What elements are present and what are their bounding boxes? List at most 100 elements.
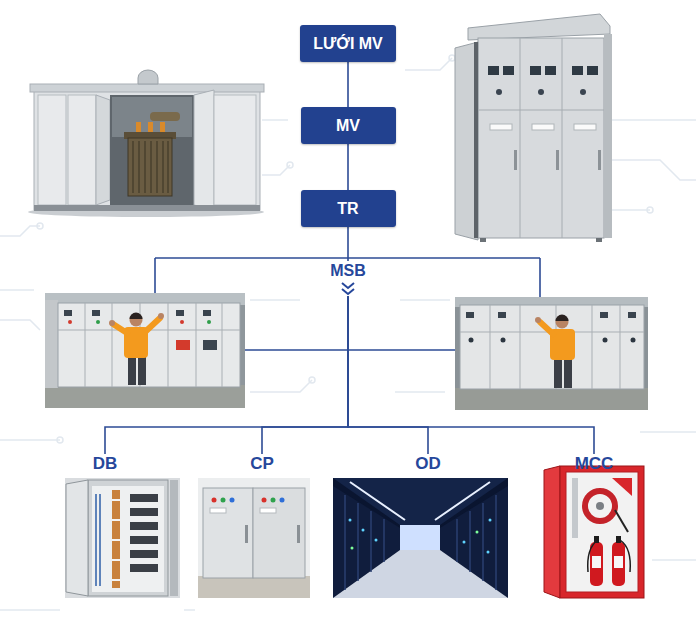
msb-switchboard-photo bbox=[158, 313, 164, 319]
kiosk-substation-photo bbox=[34, 205, 260, 211]
fire-cabinet-photo bbox=[588, 540, 631, 572]
kiosk-substation-photo bbox=[34, 90, 260, 210]
msb-switchboard-photo bbox=[45, 300, 58, 388]
kiosk-substation-photo bbox=[68, 95, 96, 205]
process-box: MV bbox=[301, 107, 396, 144]
box-label: TR bbox=[337, 199, 358, 218]
circuit-decoration bbox=[0, 439, 60, 441]
kiosk-substation-photo bbox=[136, 122, 141, 132]
data-centre-photo bbox=[350, 482, 490, 520]
circuit-decoration bbox=[287, 162, 293, 168]
circuit-decoration bbox=[405, 58, 452, 70]
circuit-decoration bbox=[612, 209, 650, 211]
msb-switchboard-photo bbox=[176, 310, 184, 316]
msb-switchboard-photo bbox=[556, 316, 569, 329]
circuit-decoration bbox=[184, 609, 195, 611]
msb-switchboard-photo bbox=[68, 320, 72, 324]
connector-line bbox=[347, 227, 349, 261]
db-panel-photo bbox=[112, 500, 120, 580]
cp-panel-photo bbox=[260, 508, 276, 513]
mv-cabinet-photo bbox=[503, 66, 514, 75]
msb-switchboard-photo bbox=[540, 322, 553, 334]
mv-cabinet-photo bbox=[474, 42, 478, 238]
cp-panel-photo bbox=[198, 478, 310, 598]
fire-cabinet-photo bbox=[560, 466, 644, 598]
mv-cabinet-photo bbox=[587, 66, 598, 75]
data-centre-photo bbox=[463, 541, 466, 544]
data-centre-photo bbox=[476, 531, 479, 534]
heading-label: OD bbox=[415, 454, 441, 474]
mv-cabinet-photo bbox=[478, 38, 604, 238]
msb-switchboard-photo bbox=[460, 305, 644, 389]
kiosk-substation-photo bbox=[214, 95, 256, 205]
kiosk-substation-photo bbox=[160, 122, 165, 132]
chevron-icon bbox=[340, 282, 356, 296]
kiosk-substation-photo bbox=[138, 70, 158, 84]
process-box: LƯỚI MV bbox=[300, 25, 396, 62]
msb-switchboard-photo bbox=[466, 312, 474, 318]
msb-switchboard-photo bbox=[600, 312, 608, 318]
db-panel-photo bbox=[130, 550, 158, 558]
msb-switchboard-photo bbox=[176, 340, 190, 350]
circuit-decoration bbox=[250, 299, 300, 301]
fire-cabinet-photo bbox=[612, 542, 625, 586]
fire-cabinet-photo bbox=[596, 502, 604, 510]
mv-cabinet-photo bbox=[496, 89, 502, 95]
msb-switchboard-photo bbox=[138, 356, 146, 385]
fire-cabinet-photo bbox=[544, 466, 560, 598]
cp-panel-photo bbox=[271, 498, 276, 503]
db-panel-photo bbox=[66, 480, 88, 596]
fire-cabinet-photo bbox=[572, 478, 578, 538]
msb-switchboard-photo bbox=[455, 297, 648, 410]
msb-switchboard-photo bbox=[45, 293, 245, 408]
mv-cabinet-photo bbox=[580, 89, 586, 95]
msb-switchboard-photo bbox=[130, 314, 143, 327]
circuit-decoration bbox=[612, 119, 696, 121]
msb-switchboard-photo bbox=[556, 315, 569, 322]
db-panel-photo bbox=[112, 490, 120, 588]
fire-cabinet-photo bbox=[614, 556, 623, 568]
msb-switchboard-photo bbox=[45, 385, 245, 408]
msb-switchboard-photo bbox=[64, 310, 72, 316]
connector-line bbox=[348, 296, 594, 454]
msb-switchboard-photo bbox=[631, 338, 636, 343]
connector-line bbox=[347, 62, 349, 107]
db-panel-photo bbox=[92, 486, 164, 592]
fire-cabinet-photo bbox=[566, 472, 638, 592]
cp-panel-photo bbox=[297, 525, 300, 543]
data-centre-photo bbox=[489, 519, 492, 522]
data-centre-photo bbox=[351, 547, 354, 550]
msb-switchboard-photo bbox=[501, 338, 506, 343]
msb-switchboard-photo bbox=[455, 297, 648, 410]
fire-cabinet-photo bbox=[585, 491, 615, 521]
msb-switchboard-photo bbox=[180, 320, 184, 324]
msb-switchboard-photo bbox=[130, 313, 143, 320]
msb-switchboard-photo bbox=[207, 320, 211, 324]
db-panel-photo bbox=[65, 478, 180, 598]
mv-cabinet-photo bbox=[556, 150, 559, 170]
circuit-decoration bbox=[449, 55, 455, 61]
db-panel-photo bbox=[130, 508, 158, 516]
db-panel-photo bbox=[130, 536, 158, 544]
fire-cabinet-photo bbox=[544, 466, 644, 598]
section-heading: MCC bbox=[570, 454, 619, 474]
cp-panel-photo bbox=[198, 478, 310, 598]
circuit-decoration bbox=[0, 320, 40, 330]
msb-switchboard-photo bbox=[45, 293, 245, 408]
cp-panel-photo bbox=[230, 498, 235, 503]
connector-line bbox=[105, 296, 348, 454]
db-panel-photo bbox=[130, 522, 158, 530]
data-centre-photo bbox=[487, 551, 490, 554]
circuit-decoration bbox=[612, 160, 696, 180]
mv-cabinet-photo bbox=[468, 14, 610, 40]
kiosk-substation-photo bbox=[112, 97, 192, 137]
mv-cabinet-photo bbox=[574, 124, 596, 130]
cp-panel-photo bbox=[262, 498, 267, 503]
msb-switchboard-photo bbox=[58, 303, 240, 387]
mv-cabinet-photo bbox=[480, 238, 486, 242]
cp-panel-photo bbox=[203, 488, 253, 578]
kiosk-substation-photo bbox=[110, 95, 194, 205]
mv-cabinet-photo bbox=[488, 66, 499, 75]
box-label: LƯỚI MV bbox=[313, 34, 383, 53]
